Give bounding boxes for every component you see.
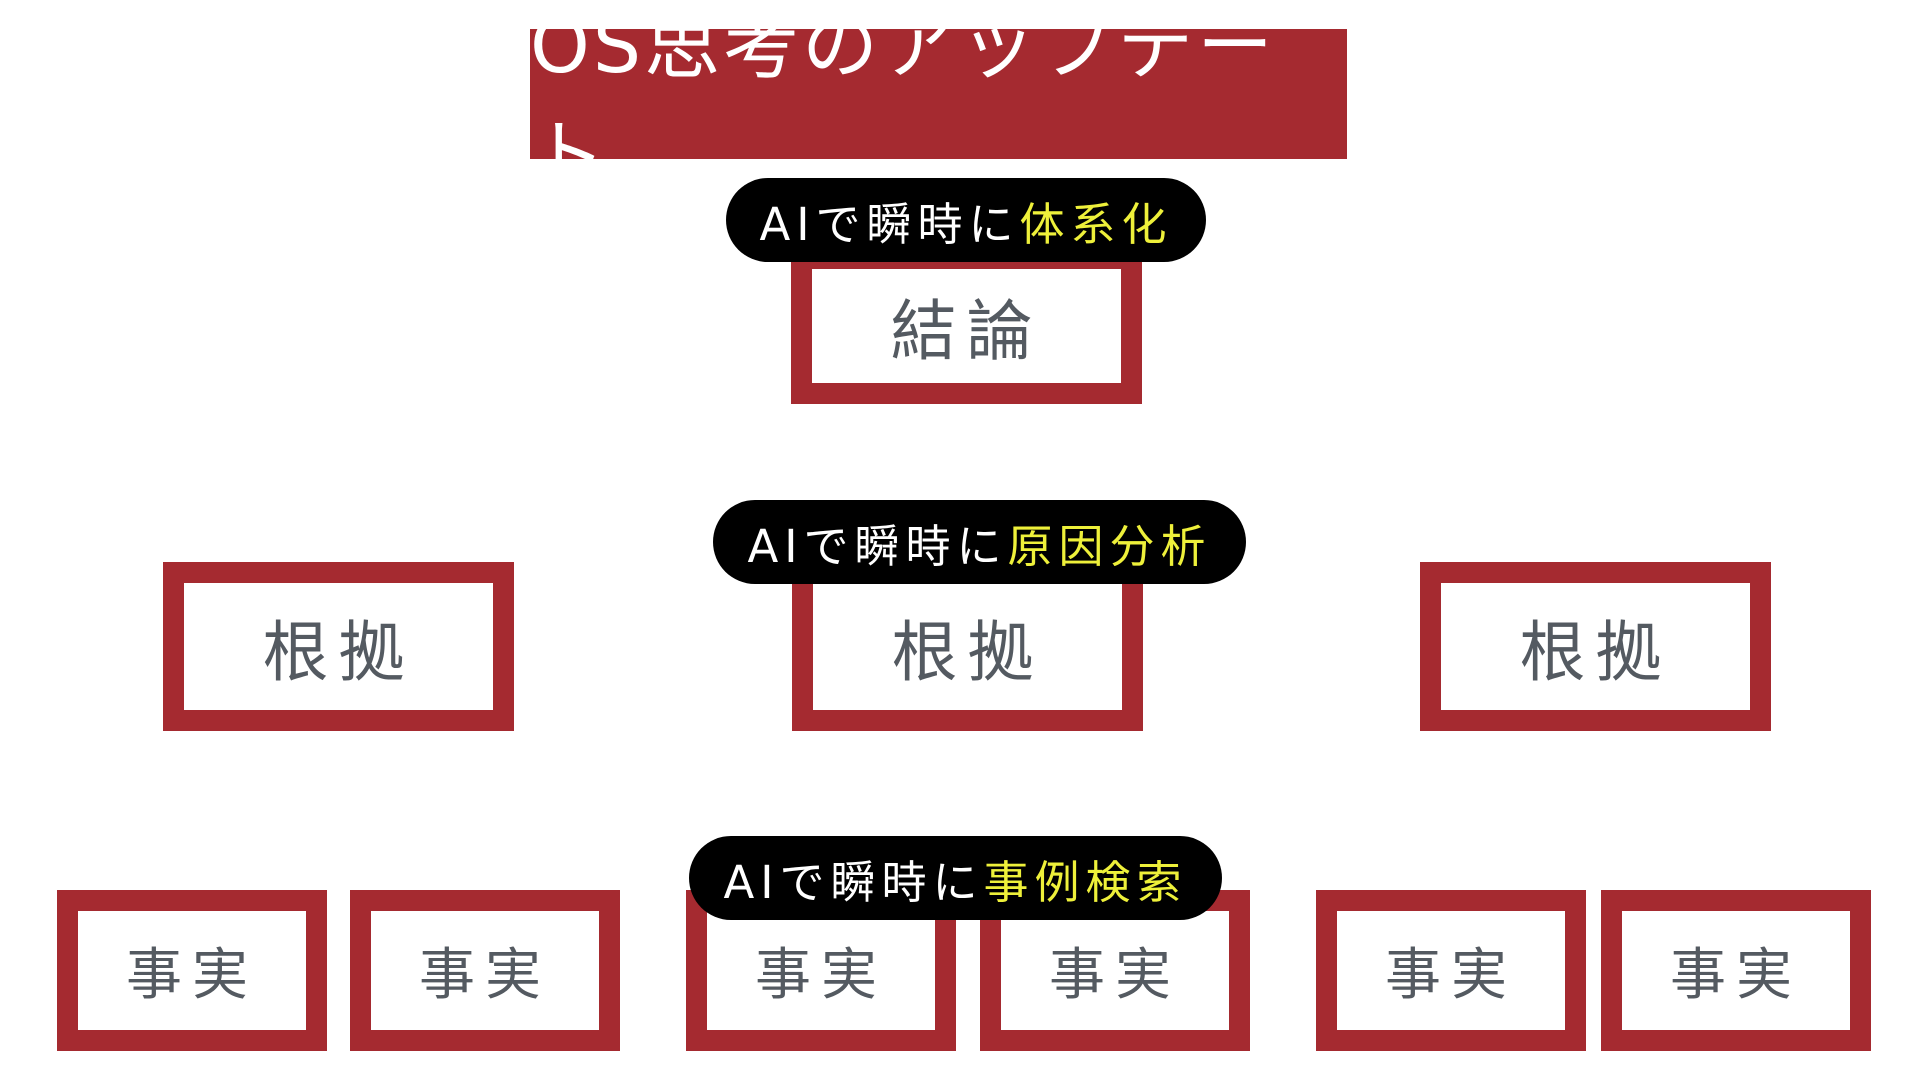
- fact-box-1: 事実: [57, 890, 327, 1051]
- ai-label-systematize-prefix: AIで瞬時に: [759, 197, 1020, 251]
- conclusion-box: 結論: [791, 248, 1142, 404]
- fact-label-5: 事実: [1385, 943, 1517, 1008]
- ground-label-left: 根拠: [262, 613, 415, 691]
- ai-label-cause-analysis: AIで瞬時に 原因分析: [713, 500, 1246, 584]
- ground-box-right: 根拠: [1420, 562, 1771, 731]
- ground-label-center: 根拠: [891, 613, 1044, 691]
- fact-label-6: 事実: [1670, 943, 1802, 1008]
- fact-box-5: 事実: [1316, 890, 1586, 1051]
- ai-label-cause-analysis-highlight: 原因分析: [1007, 519, 1212, 573]
- fact-label-4: 事実: [1049, 943, 1181, 1008]
- fact-label-3: 事実: [755, 943, 887, 1008]
- ai-label-cause-analysis-prefix: AIで瞬時に: [747, 519, 1008, 573]
- ground-box-left: 根拠: [163, 562, 514, 731]
- ai-label-case-search-highlight: 事例検索: [983, 855, 1188, 909]
- ai-label-systematize-highlight: 体系化: [1019, 197, 1173, 251]
- page-title: OS思考のアップデート: [530, 1, 1347, 200]
- ground-label-right: 根拠: [1519, 613, 1672, 691]
- ai-label-case-search-prefix: AIで瞬時に: [723, 855, 984, 909]
- fact-box-2: 事実: [350, 890, 620, 1051]
- ai-label-case-search: AIで瞬時に 事例検索: [689, 836, 1222, 920]
- ground-box-center: 根拠: [792, 562, 1143, 731]
- ai-label-systematize: AIで瞬時に 体系化: [726, 178, 1206, 262]
- conclusion-label: 結論: [890, 293, 1043, 370]
- fact-box-6: 事実: [1601, 890, 1871, 1051]
- fact-label-2: 事実: [419, 943, 551, 1008]
- fact-label-1: 事実: [126, 943, 258, 1008]
